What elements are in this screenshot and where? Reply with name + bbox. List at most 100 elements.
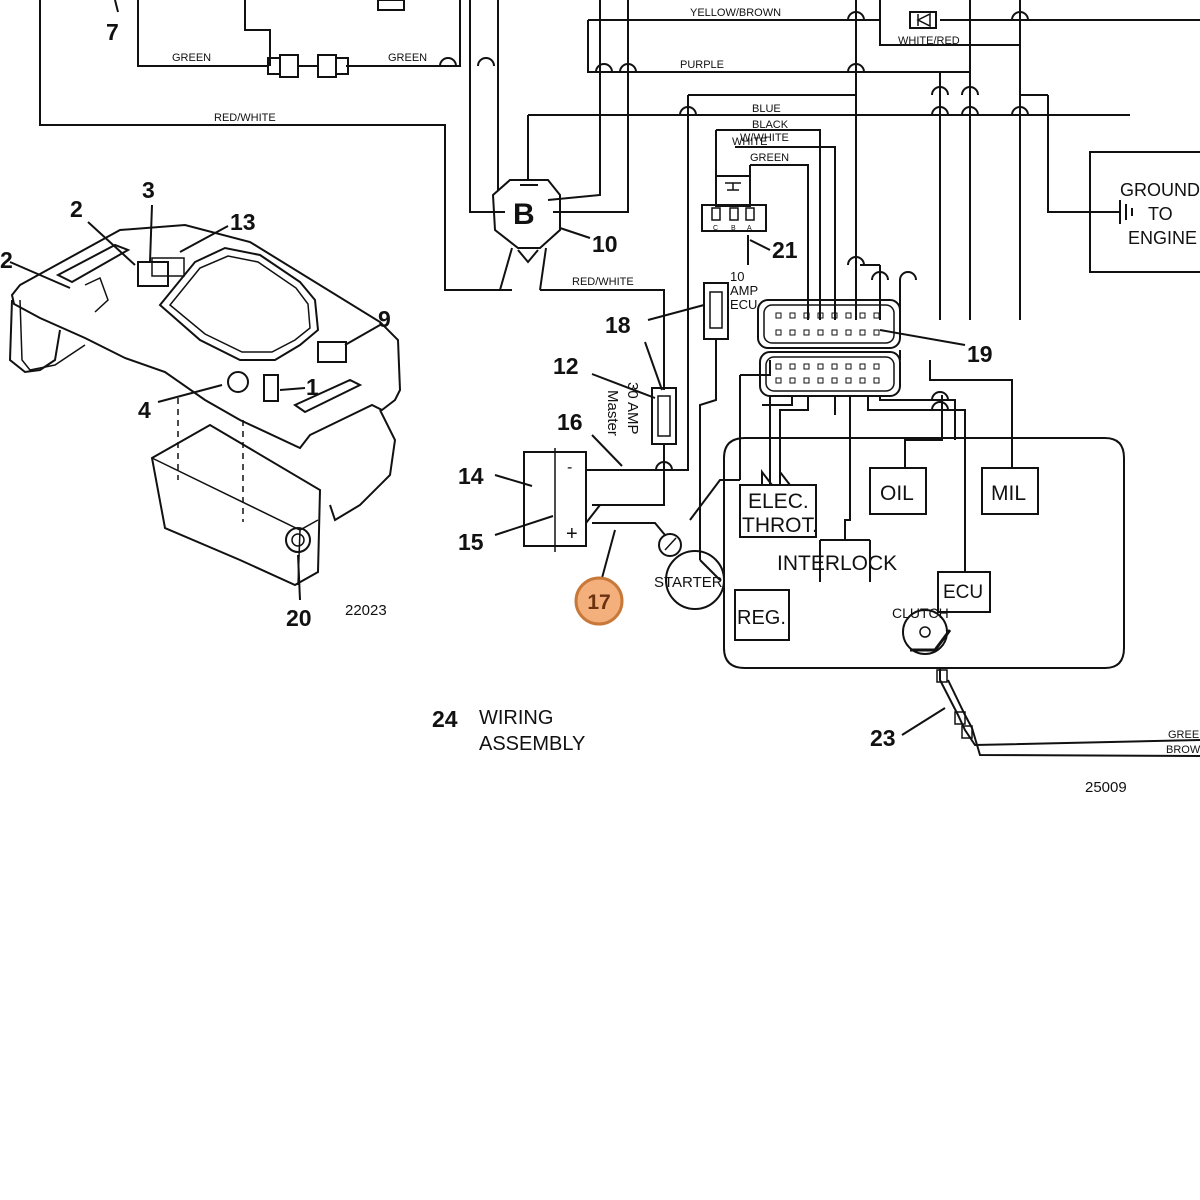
ecu-label: ECU [943,582,983,603]
ref-25009: 25009 [1085,779,1127,796]
connector-21: C B A [701,175,767,232]
wire-crossovers [439,11,1029,471]
oil-box [869,467,927,515]
callout-7: 7 [106,19,119,45]
wire-label-white: WHITE [732,136,767,148]
elec-throt-line2: THROT. [742,514,818,537]
ecu-box [937,571,991,613]
connector-pin [803,329,810,336]
connector-pin [859,329,866,336]
wire-label-white-red: WHITE/RED [898,35,960,47]
connector-pin [803,363,810,370]
callout-17-marker[interactable]: 17 [574,576,624,626]
callout-9: 9 [378,306,391,332]
callout-1: 1 [306,374,319,400]
wire-label-green-mid: GREEN [750,152,789,164]
callout-17: 17 [587,591,610,614]
ground-label-line3: ENGINE [1128,228,1197,248]
fuse-holder [285,527,311,553]
connector-pin [831,363,838,370]
battery-plus: + [566,523,578,545]
inline-connector [267,0,937,78]
fuse-ecu-line1: 10 [730,269,744,284]
callout-4: 4 [138,397,151,423]
connector-pin [831,329,838,336]
left-leaders [9,0,381,601]
callout-14: 14 [458,463,484,489]
clutch-harness [936,668,1200,757]
fuse-master-line2: Master [604,390,621,436]
connector-pin [873,312,880,319]
connector-pin [817,377,824,384]
connector-pin [817,329,824,336]
fuse-master-line1: 30 AMP [624,382,641,435]
battery-minus: - [567,459,572,476]
starter: STARTER [654,533,725,610]
oil-label: OIL [880,482,914,505]
reg-label: REG. [737,607,786,629]
wire-label-yellow-brown: YELLOW/BROWN [690,7,781,19]
connector-pin [859,377,866,384]
connector-pin [873,363,880,370]
toggle-switch [317,341,347,363]
wire-label-w-white: W/WHITE [740,132,789,144]
connector-pin [803,377,810,384]
connector-19 [757,299,901,397]
elec-throt-box [739,484,817,538]
switch-block [137,261,169,287]
callout-16: 16 [557,409,583,435]
connector-pin [831,377,838,384]
key-switch [263,374,279,402]
wire-label-red-white-top: RED/WHITE [214,112,276,124]
callout-2a: 2 [0,247,13,273]
callout-18: 18 [605,312,631,338]
pin-b: B [731,225,736,232]
connector-pin [789,329,796,336]
connector-pin [873,329,880,336]
fuse-10a-ecu: 10 AMP ECU [703,269,758,340]
wiring-assembly-line1: WIRING [479,707,553,729]
wire-label-blue: BLUE [752,103,781,115]
wiring-assembly-line2: ASSEMBLY [479,733,585,755]
key-switch-b: B [491,179,561,291]
callout-24: 24 [432,706,458,732]
pin-a: A [747,225,752,232]
callout-13: 13 [230,209,256,235]
wire-label-purple: PURPLE [680,59,724,71]
elec-throt-line1: ELEC. [748,490,809,513]
mil-box [981,467,1039,515]
battery: - + [523,448,620,552]
wire-label-green-left: GREEN [172,52,211,64]
connector-pin [845,329,852,336]
clutch-label: CLUTCH [892,605,949,621]
ground-to-engine: GROUND TO ENGINE [1089,151,1200,273]
wire-label-green-right: GREEN [388,52,427,64]
connector-pin [831,312,838,319]
callout-3: 3 [142,177,155,203]
choke-knob [227,371,249,393]
callout-23: 23 [870,725,896,751]
interlock-label: INTERLOCK [777,552,897,575]
connector-pin [789,363,796,370]
callout-19: 19 [967,341,993,367]
fuse-ecu-line3: ECU [730,297,757,312]
connector-pin [775,363,782,370]
callout-20: 20 [286,605,312,631]
engine-harness: ELEC. THROT. OIL MIL INTERLOCK ECU REG. … [723,437,1125,669]
ground-label-line2: TO [1148,204,1173,224]
starter-label: STARTER [654,574,723,591]
battery-box [150,423,322,587]
reg-box [734,589,790,641]
wire-label-black: BLACK [752,119,789,131]
connector-pin [873,377,880,384]
ref-22023: 22023 [345,602,387,619]
pin-c: C [713,225,718,232]
wire-label-green-bottom: GREEN [1168,729,1200,741]
connector-pin [789,312,796,319]
connector-pin [775,377,782,384]
wire-label-brown-bottom: BROW [1166,744,1200,756]
callout-12: 12 [553,353,579,379]
fuse-30a-master: 30 AMP Master [604,382,677,445]
schematic-wires [39,0,1200,581]
